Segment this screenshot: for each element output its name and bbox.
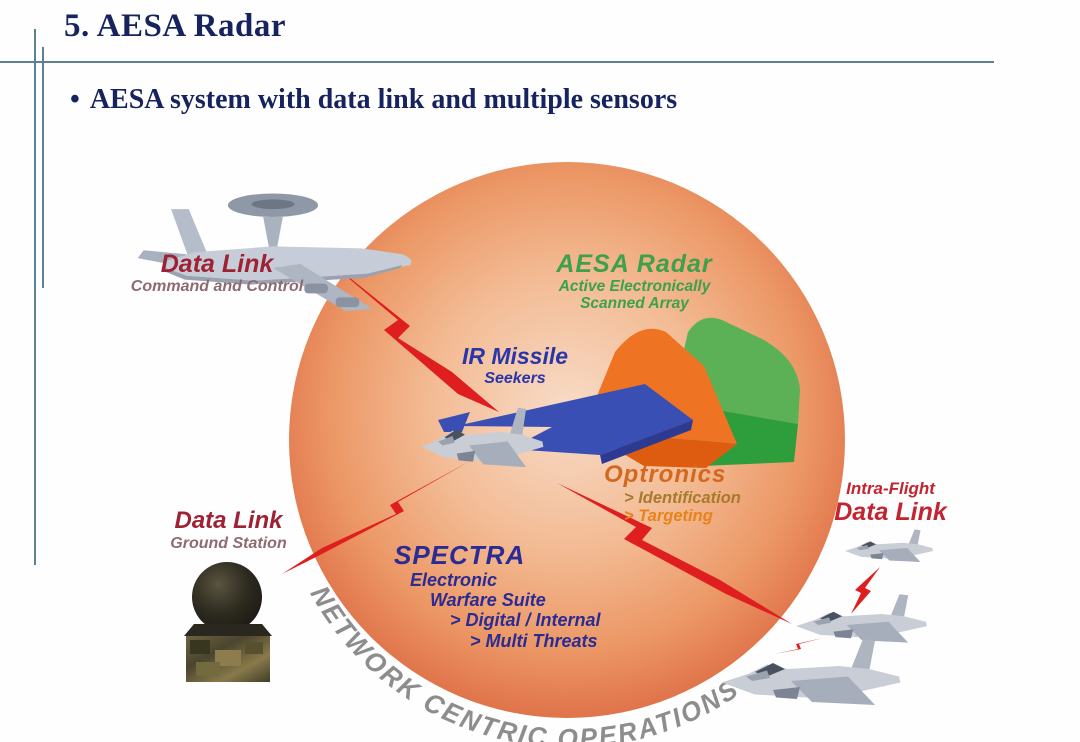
lightning-bolt-formation [557,483,792,624]
spectra-line-multi-threats: > Multi Threats [470,630,598,651]
awacs-datalink-subtitle: Command and Control [130,278,304,295]
awacs-datalink-title: Data Link [160,250,274,278]
aesa-radar-sub2: Scanned Array [580,295,689,313]
optronics-label: Optronics > Identification > Targeting [604,461,741,526]
aesa-radar-title: AESA Radar [556,250,713,278]
slide-title: 5. AESA Radar [64,8,286,44]
bullet-text: AESA system with data link and multiple … [89,84,678,115]
slide-bullet: • AESA system with data link and multiple… [70,84,677,116]
lightning-bolt-intra-1 [851,567,880,614]
lightning-bolt-intra-2 [774,638,823,654]
awacs-aircraft-graphic [137,193,412,312]
ground-station-graphic [184,562,272,682]
ground-datalink-title: Data Link [174,507,283,534]
spectra-line-warfare-suite: Warfare Suite [430,590,546,611]
intra-flight-line1: Intra-Flight [846,479,935,498]
left-vertical-line-short [42,47,44,288]
aesa-radar-label: AESA Radar Active Electronically Scanned… [532,250,737,313]
left-vertical-line [34,29,36,565]
spectra-line-digital-internal: > Digital / Internal [450,610,601,631]
intra-flight-datalink-label: Intra-Flight Data Link [818,479,963,526]
awacs-datalink-label: Data Link Command and Control [122,250,312,296]
ground-datalink-subtitle: Ground Station [170,534,287,552]
formation-jet-1-graphic [845,529,934,563]
spectra-label: SPECTRA Electronic Warfare Suite > Digit… [394,540,601,651]
optronics-item-targeting: > Targeting [624,507,713,526]
optronics-title: Optronics [604,461,727,488]
optronics-item-identification: > Identification [624,488,741,507]
ir-missile-title: IR Missile [461,343,569,369]
ir-missile-subtitle: Seekers [484,369,546,387]
ir-seeker-wedge [438,384,693,464]
ir-missile-label: IR Missile Seekers [440,343,590,388]
lightning-bolt-ground [282,461,470,574]
title-underline [0,61,994,63]
intra-flight-line2: Data Link [834,498,947,527]
spectra-title: SPECTRA [394,540,526,570]
spectra-line-electronic: Electronic [410,570,498,591]
bullet-marker: • [70,84,80,115]
aesa-radar-sub1: Active Electronically [558,278,711,295]
ground-datalink-label: Data Link Ground Station [146,507,311,553]
